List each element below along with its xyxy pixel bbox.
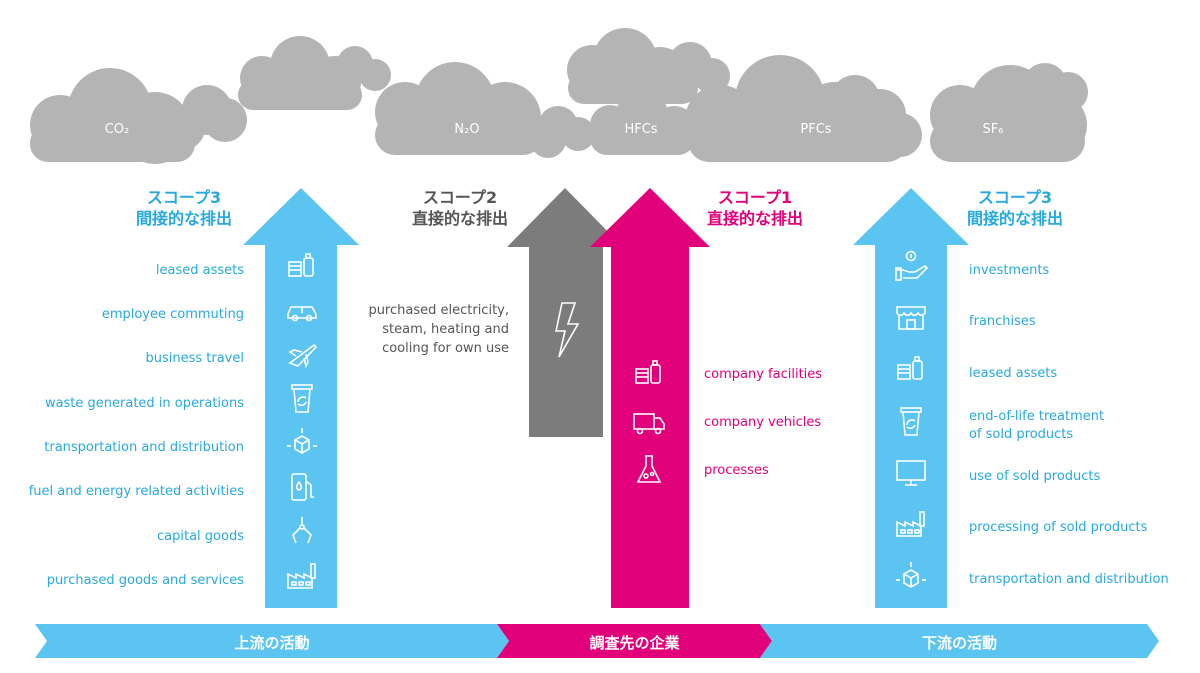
downstream-scope-line1: スコープ3 <box>977 188 1053 207</box>
truck-icon <box>631 404 667 440</box>
upstream-item-label: waste generated in operations <box>44 396 244 411</box>
downstream-bar <box>760 624 1159 658</box>
storefront-icon <box>893 299 929 335</box>
downstream-item-label: end-of-life treatment of sold products <box>969 409 1105 442</box>
cloud-hfcs <box>567 28 730 155</box>
upstream-item-label: business travel <box>145 351 244 366</box>
gas-label-hfcs: HFCs <box>624 122 658 137</box>
upstream-bar-label: 上流の活動 <box>234 634 310 652</box>
downstream-item-label: processing of sold products <box>969 520 1148 535</box>
scope2-description-line1: purchased electricity, <box>368 303 509 318</box>
airplane-icon <box>284 336 320 372</box>
lightning-icon <box>548 300 584 360</box>
gas-label-co2: CO₂ <box>104 122 130 137</box>
upstream-item-label: purchased goods and services <box>46 573 244 588</box>
upstream-item-label: capital goods <box>157 529 244 544</box>
gas-label-ch4: CH₄ <box>284 122 310 137</box>
upstream-scope-line1: スコープ3 <box>146 188 222 207</box>
gas-label-sf6: SF₆ <box>982 122 1004 137</box>
scope1-arrow <box>590 188 710 608</box>
cloud-n2o <box>375 62 595 158</box>
downstream-item-label: leased assets <box>969 366 1058 381</box>
box-arrows-icon <box>284 424 320 460</box>
scope1-line1: スコープ1 <box>717 188 793 207</box>
box-arrows-icon <box>893 558 929 594</box>
cloud-sf6 <box>930 63 1088 162</box>
cloud-ch4 <box>238 36 391 110</box>
scope1-line2: 直接的な排出 <box>706 209 803 228</box>
car-icon <box>284 292 320 328</box>
factory-icon <box>893 351 929 387</box>
upstream-item-label: transportation and distribution <box>44 440 244 455</box>
flask-icon <box>631 452 667 488</box>
scope2-line1: スコープ2 <box>422 188 498 207</box>
factory-icon <box>284 248 320 284</box>
monitor-icon <box>893 455 929 491</box>
downstream-scope-title: スコープ3 間接的な排出 <box>925 187 1105 229</box>
downstream-bar-label: 下流の活動 <box>921 634 997 652</box>
scope2-description: purchased electricity, steam, heating an… <box>368 301 509 358</box>
upstream-scope-line2: 間接的な排出 <box>135 209 232 228</box>
scope2-line2: 直接的な排出 <box>411 209 508 228</box>
hand-coin-icon <box>893 248 929 284</box>
gas-label-pfcs: PFCs <box>800 122 832 137</box>
cloud-co2 <box>30 68 247 164</box>
upstream-bar <box>35 624 509 658</box>
scope2-description-line2: steam, heating and <box>382 322 509 337</box>
downstream-scope-line2: 間接的な排出 <box>966 209 1063 228</box>
downstream-item-label: use of sold products <box>969 469 1101 484</box>
downstream-item-label: franchises <box>969 314 1036 329</box>
scope1-item-label: processes <box>704 463 769 478</box>
gas-label-n2o: N₂O <box>454 122 480 137</box>
scope2-description-line3: cooling for own use <box>382 341 509 356</box>
fuel-pump-icon <box>284 469 320 505</box>
downstream-item-label: transportation and distribution <box>969 572 1169 587</box>
downstream-arrow <box>853 188 969 608</box>
scope1-title: スコープ1 直接的な排出 <box>665 187 845 229</box>
upstream-scope-title: スコープ3 間接的な排出 <box>94 187 274 229</box>
upstream-item-label: fuel and energy related activities <box>28 484 244 499</box>
scope1-item-label: company facilities <box>704 367 823 382</box>
factory-icon <box>631 355 667 391</box>
crane-claw-icon <box>284 513 320 549</box>
factory-building-icon <box>893 506 929 542</box>
scope2-arrow <box>507 188 623 437</box>
company-bar-label: 調査先の企業 <box>589 634 680 652</box>
scope1-item-label: company vehicles <box>704 415 822 430</box>
upstream-item-label: leased assets <box>155 263 244 278</box>
company-bar <box>497 624 772 658</box>
cloud-pfcs <box>685 55 922 162</box>
upstream-item-label: employee commuting <box>101 307 244 322</box>
recycle-bin-icon <box>284 380 320 416</box>
scope2-title: スコープ2 直接的な排出 <box>370 187 550 229</box>
factory-building-icon <box>284 558 320 594</box>
downstream-item-label: investments <box>969 263 1050 278</box>
recycle-bin-icon <box>893 403 929 439</box>
